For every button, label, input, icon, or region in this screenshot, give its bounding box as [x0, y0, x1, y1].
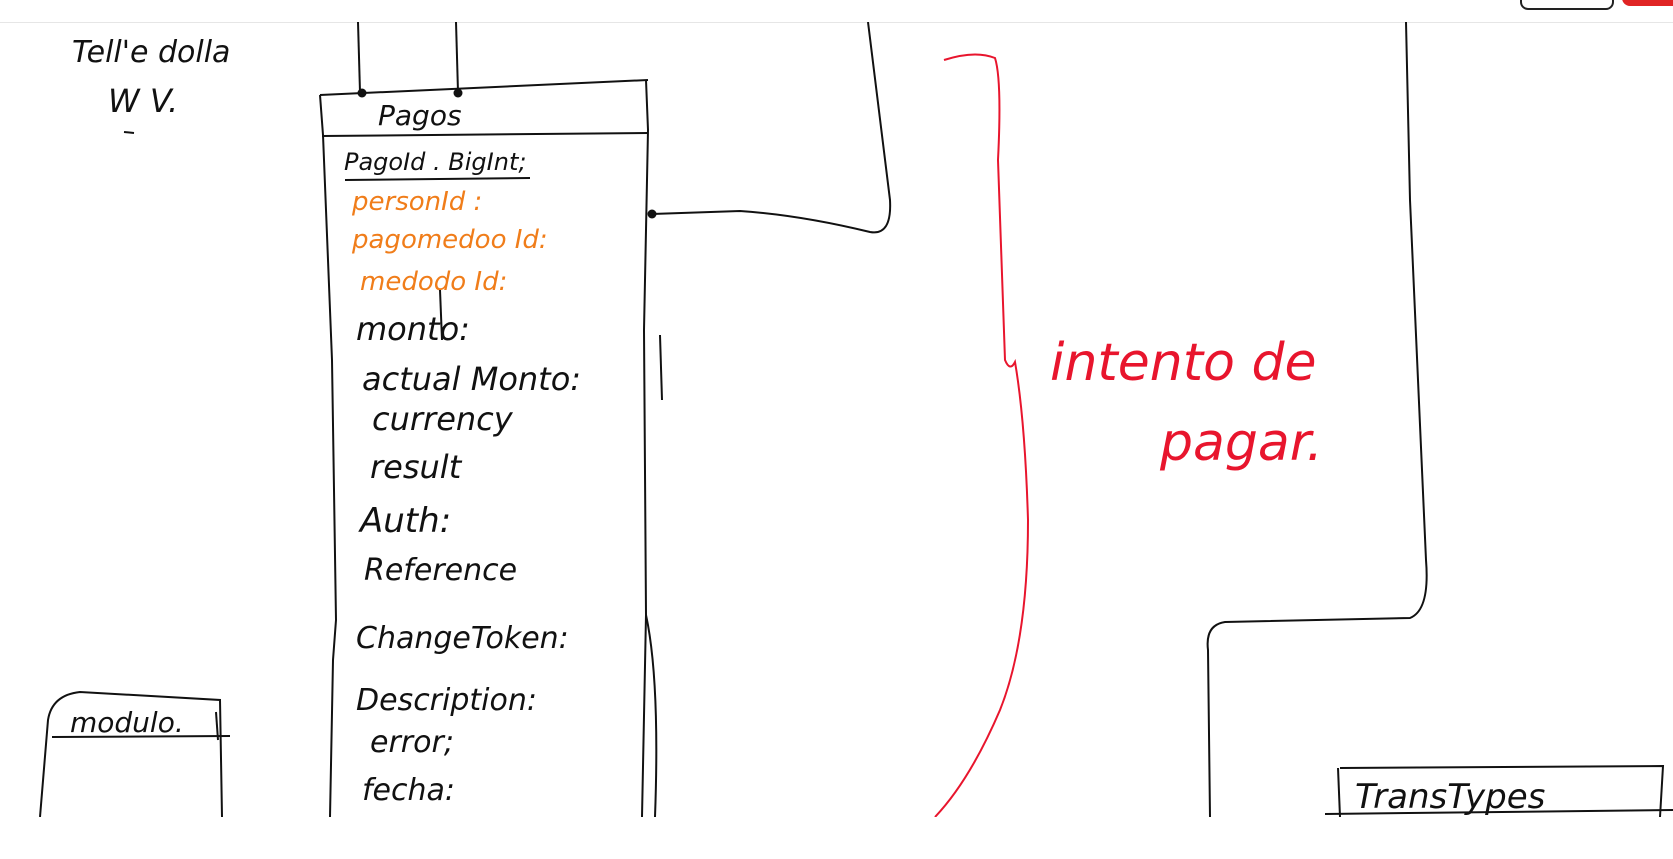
- pagos-right-border: [641, 79, 650, 817]
- transtypes-divider: [1324, 809, 1673, 815]
- toolbar-red-button[interactable]: [1622, 0, 1673, 6]
- pagos-left-border: [319, 94, 338, 817]
- modulo-title: modulo.: [70, 706, 184, 739]
- right-outline: [1206, 22, 1428, 817]
- whiteboard-drawing: Tell'e dolla W V. Pagos PagoId . BigInt;…: [39, 22, 1673, 817]
- pagos-caret: [439, 289, 443, 341]
- connector-line-right: [651, 22, 892, 234]
- bottom-strip: [0, 817, 1673, 859]
- pagos-field-2: actual Monto:: [362, 360, 581, 398]
- annotation-line-2: pagar.: [1159, 413, 1323, 473]
- pagos-field-4: result: [370, 448, 463, 486]
- modulo-divider: [51, 735, 231, 738]
- pagos-top-border: [319, 79, 649, 96]
- pagos-fk-field-1: personId :: [351, 187, 482, 217]
- pagos-right-tick: [659, 334, 663, 401]
- connector-dot-2: [453, 88, 463, 98]
- pagos-field-5: Auth:: [358, 501, 451, 541]
- pagos-field-6: Reference: [364, 553, 517, 588]
- pagos-header-divider: [321, 132, 649, 137]
- modulo-outline: [39, 690, 223, 817]
- pagos-field-10: fecha:: [362, 773, 455, 808]
- connector-line-1: [357, 22, 361, 93]
- annotation-line-1: intento de: [1050, 333, 1316, 393]
- pagos-field-3: currency: [372, 400, 514, 438]
- top-toolbar: [0, 0, 1673, 23]
- pagos-fk-field-2: pagomedoo Id:: [351, 225, 548, 255]
- pagos-fk-field-3: medodo Id:: [360, 267, 507, 297]
- modulo-tick: [215, 711, 219, 741]
- pagos-title: Pagos: [378, 99, 462, 132]
- transtypes-left-border: [1337, 767, 1341, 817]
- note-line-2: W V.: [108, 82, 178, 120]
- connector-line-2: [455, 22, 459, 93]
- note-line-1: Tell'e dolla: [72, 35, 230, 70]
- transtypes-outline: [1339, 764, 1665, 817]
- pagos-field-1: monto:: [356, 310, 470, 348]
- pagos-field-9: error;: [370, 725, 454, 760]
- pagos-pk-field: PagoId . BigInt;: [344, 148, 526, 176]
- pagos-pk-underline: [344, 177, 531, 181]
- pagos-field-7: ChangeToken:: [356, 621, 569, 656]
- pagos-field-8: Description:: [356, 683, 537, 718]
- red-bracket: [934, 53, 1030, 817]
- toolbar-outline-button[interactable]: [1520, 0, 1614, 10]
- transtypes-title: TransTypes: [1355, 777, 1545, 817]
- note-dash: [123, 131, 135, 134]
- whiteboard-canvas[interactable]: Tell'e dolla W V. Pagos PagoId . BigInt;…: [0, 22, 1673, 817]
- pagos-right-outer: [645, 614, 658, 817]
